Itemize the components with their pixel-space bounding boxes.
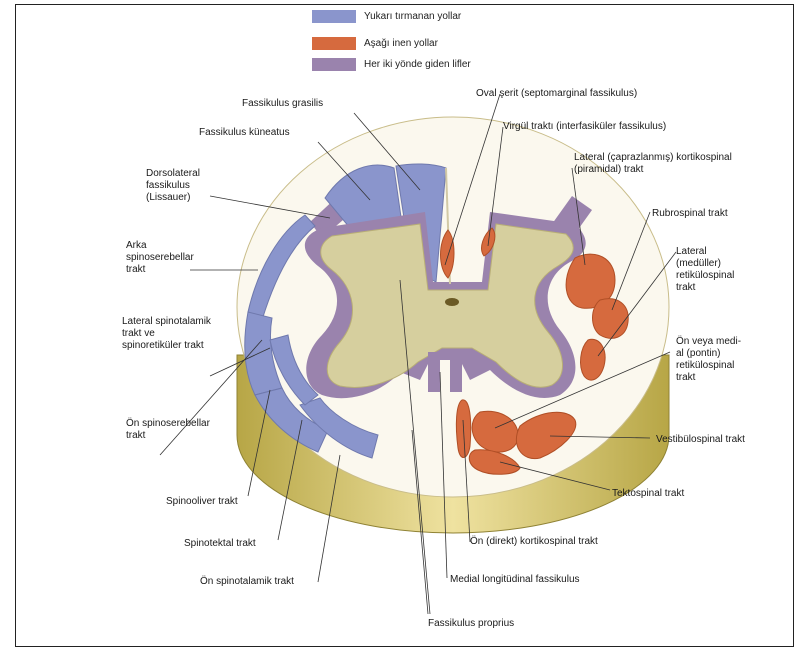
label-oval-serit: Oval şerit (septomarginal fassikulus) [476, 88, 637, 100]
label-on-spinoserebellar: Ön spinoserebellar trakt [126, 418, 216, 442]
central-canal [445, 298, 459, 306]
label-spinotektal: Spinotektal trakt [184, 538, 256, 550]
label-on-direkt-kortikospinal: Ön (direkt) kortikospinal trakt [470, 536, 598, 548]
label-rubrospinal: Rubrospinal trakt [652, 208, 728, 220]
label-lateral-retikulospinal: Lateral (medüller) retikülospinal trakt [676, 246, 750, 294]
label-tektospinal: Tektospinal trakt [612, 488, 684, 500]
label-fassikulus-grasilis: Fassikulus grasilis [242, 98, 323, 110]
label-on-veya-medial: Ön veya medi-al (pontin) retikülospinal … [676, 336, 748, 384]
label-fassikulus-kuneatus: Fassikulus küneatus [199, 127, 290, 139]
label-fassikulus-proprius: Fassikulus proprius [428, 618, 514, 630]
label-arka-spinoserebellar: Arka spinoserebellar trakt [126, 240, 206, 276]
label-medial-longitudinal: Medial longitüdinal fassikulus [450, 574, 580, 586]
label-lateral-spinotalamik: Lateral spinotalamik trakt ve spinoretik… [122, 316, 214, 352]
label-spinooliver: Spinooliver trakt [166, 496, 238, 508]
medial-longitudinal-right [450, 352, 462, 392]
label-vestibulospinal: Vestibülospinal trakt [656, 434, 745, 446]
label-on-spinotalamik: Ön spinotalamik trakt [200, 576, 294, 588]
label-lateral-kortikospinal: Lateral (çaprazlanmış) kortikospinal (pi… [574, 152, 744, 176]
label-virgul-trakti: Virgül traktı (interfasiküler fassikulus… [503, 121, 666, 133]
label-dorsolateral: Dorsolateral fassikulus (Lissauer) [146, 168, 226, 204]
medial-longitudinal-left [428, 352, 440, 392]
rubrospinal-tract [593, 299, 629, 339]
